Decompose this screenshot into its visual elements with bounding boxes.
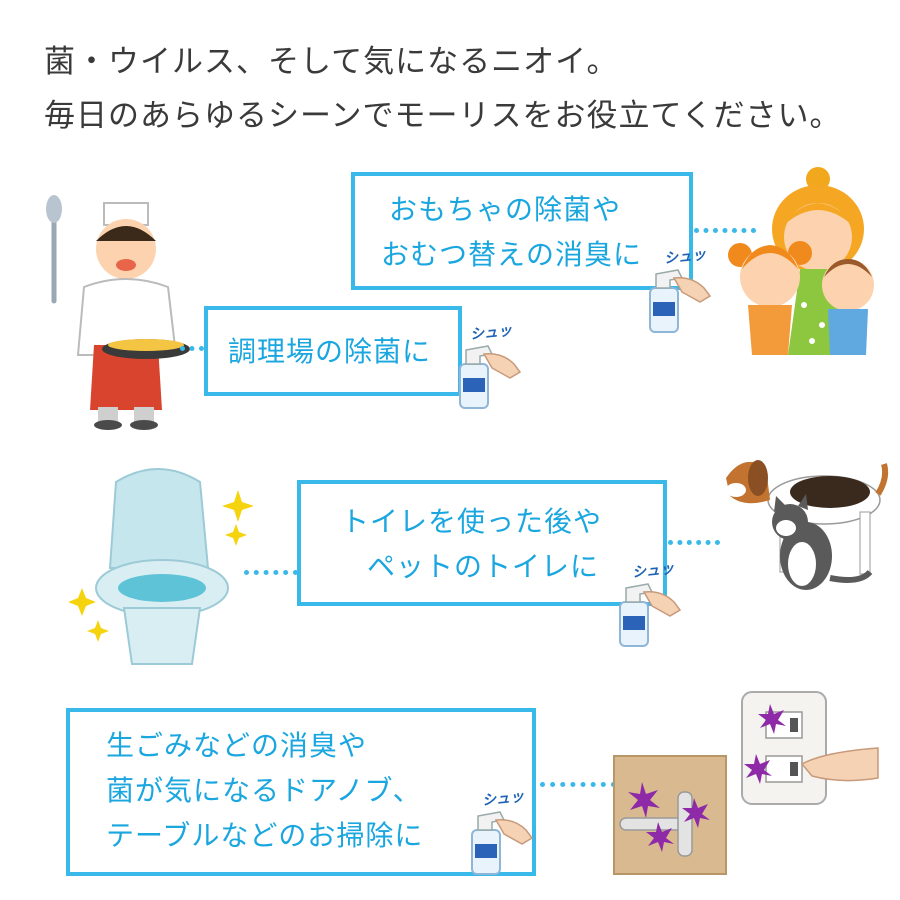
door-knob-illustration: [613, 755, 727, 875]
garbage-spray-bottle-illustration: [471, 811, 534, 875]
dog-and-cat-illustration: [726, 460, 889, 590]
garbage-caption-line-3: テーブルなどのお掃除に: [106, 818, 424, 852]
toys-dotted-connector: [694, 228, 756, 233]
toilet-caption-box: トイレを使った後や ペットのトイレに: [297, 480, 667, 606]
family-illustration: [728, 167, 874, 355]
garbage-caption-box: 生ごみなどの消臭や 菌が気になるドアノブ、 テーブルなどのお掃除に: [66, 708, 536, 876]
toilet-dotted-connector: [244, 570, 298, 575]
kitchen-spray-sound: シュッ: [469, 322, 513, 344]
toilet-caption-line-1: トイレを使った後や: [341, 505, 603, 538]
toilet-spray-sound: シュッ: [631, 560, 675, 582]
kitchen-caption-box: 調理場の除菌に: [204, 306, 462, 396]
garbage-caption-line-1: 生ごみなどの消臭や: [106, 729, 368, 762]
light-switch-illustration: [741, 691, 879, 805]
pets-dotted-connector: [668, 540, 720, 545]
kitchen-spray-bottle-illustration: [459, 345, 522, 409]
kitchen-caption-line-1: 調理場の除菌に: [228, 335, 432, 368]
toys-spray-sound: シュッ: [663, 246, 707, 268]
toilet-illustration: [68, 468, 254, 665]
garbage-caption-line-2: 菌が気になるドアノブ、: [106, 773, 422, 807]
toys-caption-box: おもちゃの除菌や おむつ替えの消臭に: [351, 172, 693, 290]
kitchen-dotted-connector: [180, 346, 204, 351]
toys-spray-bottle-illustration: [649, 269, 712, 333]
garbage-dotted-connector: [540, 782, 616, 787]
toilet-spray-bottle-illustration: [619, 583, 682, 647]
toys-caption-line-2: おむつ替えの消臭に: [381, 237, 643, 271]
toys-caption-line-1: おもちゃの除菌や: [389, 193, 622, 226]
headline-line-2: 毎日のあらゆるシーンでモーリスをお役立てください。: [44, 98, 842, 134]
chef-illustration: [46, 195, 190, 430]
toilet-caption-line-2: ペットのトイレに: [367, 549, 600, 583]
headline-line-1: 菌・ウイルス、そして気になるニオイ。: [44, 44, 619, 80]
